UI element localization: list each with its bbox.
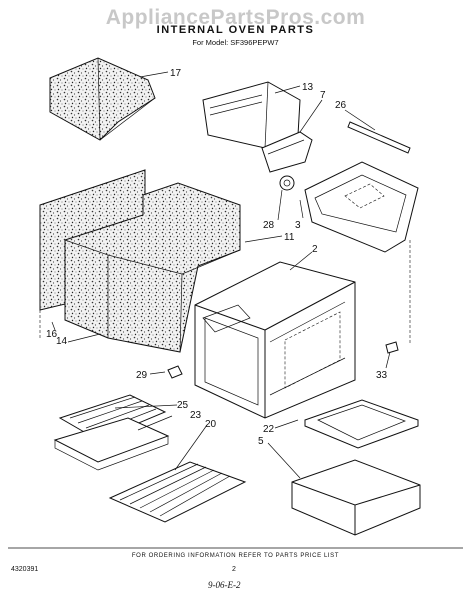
callout-17: 17 xyxy=(170,68,182,79)
handwritten-date-code: 9-06-E-2 xyxy=(208,580,241,590)
rack-clip xyxy=(167,365,183,379)
callout-7: 7 xyxy=(320,90,326,101)
callout-33: 33 xyxy=(376,370,388,381)
model-subtitle: For Model: SF396PEPW7 xyxy=(192,38,279,47)
callout-5: 5 xyxy=(258,436,264,447)
trim-strip xyxy=(347,121,411,154)
page-number: 2 xyxy=(232,566,236,573)
lamp-socket xyxy=(279,175,295,191)
oven-rack xyxy=(108,461,247,523)
top-oven-panel xyxy=(304,161,419,253)
document-number: 4320391 xyxy=(11,566,39,573)
top-insulation-blanket xyxy=(49,57,156,141)
side-insulation-wrap xyxy=(64,182,241,353)
callout-3: 3 xyxy=(295,220,301,231)
oven-liner xyxy=(194,261,356,419)
callout-29: 29 xyxy=(136,370,148,381)
leader-lines xyxy=(39,71,411,479)
broiler-pan xyxy=(53,417,170,471)
bake-burner-box xyxy=(291,459,421,536)
page-title: INTERNAL OVEN PARTS xyxy=(156,24,315,36)
callout-23: 23 xyxy=(190,410,202,421)
ordering-note: FOR ORDERING INFORMATION REFER TO PARTS … xyxy=(131,553,340,559)
oven-bottom-panel xyxy=(304,399,419,449)
callout-14: 14 xyxy=(56,336,68,347)
callout-16: 16 xyxy=(46,329,58,340)
callout-25: 25 xyxy=(177,400,189,411)
callout-22: 22 xyxy=(263,424,275,435)
vent-bracket xyxy=(261,131,313,173)
watermark: AppliancePartsPros.com xyxy=(105,6,366,29)
callout-20: 20 xyxy=(205,419,217,430)
callout-11: 11 xyxy=(284,232,295,243)
liner-plug xyxy=(385,341,399,354)
callout-28: 28 xyxy=(263,220,275,231)
callout-2: 2 xyxy=(312,244,318,255)
callout-26: 26 xyxy=(335,100,347,111)
callout-13: 13 xyxy=(302,82,314,93)
